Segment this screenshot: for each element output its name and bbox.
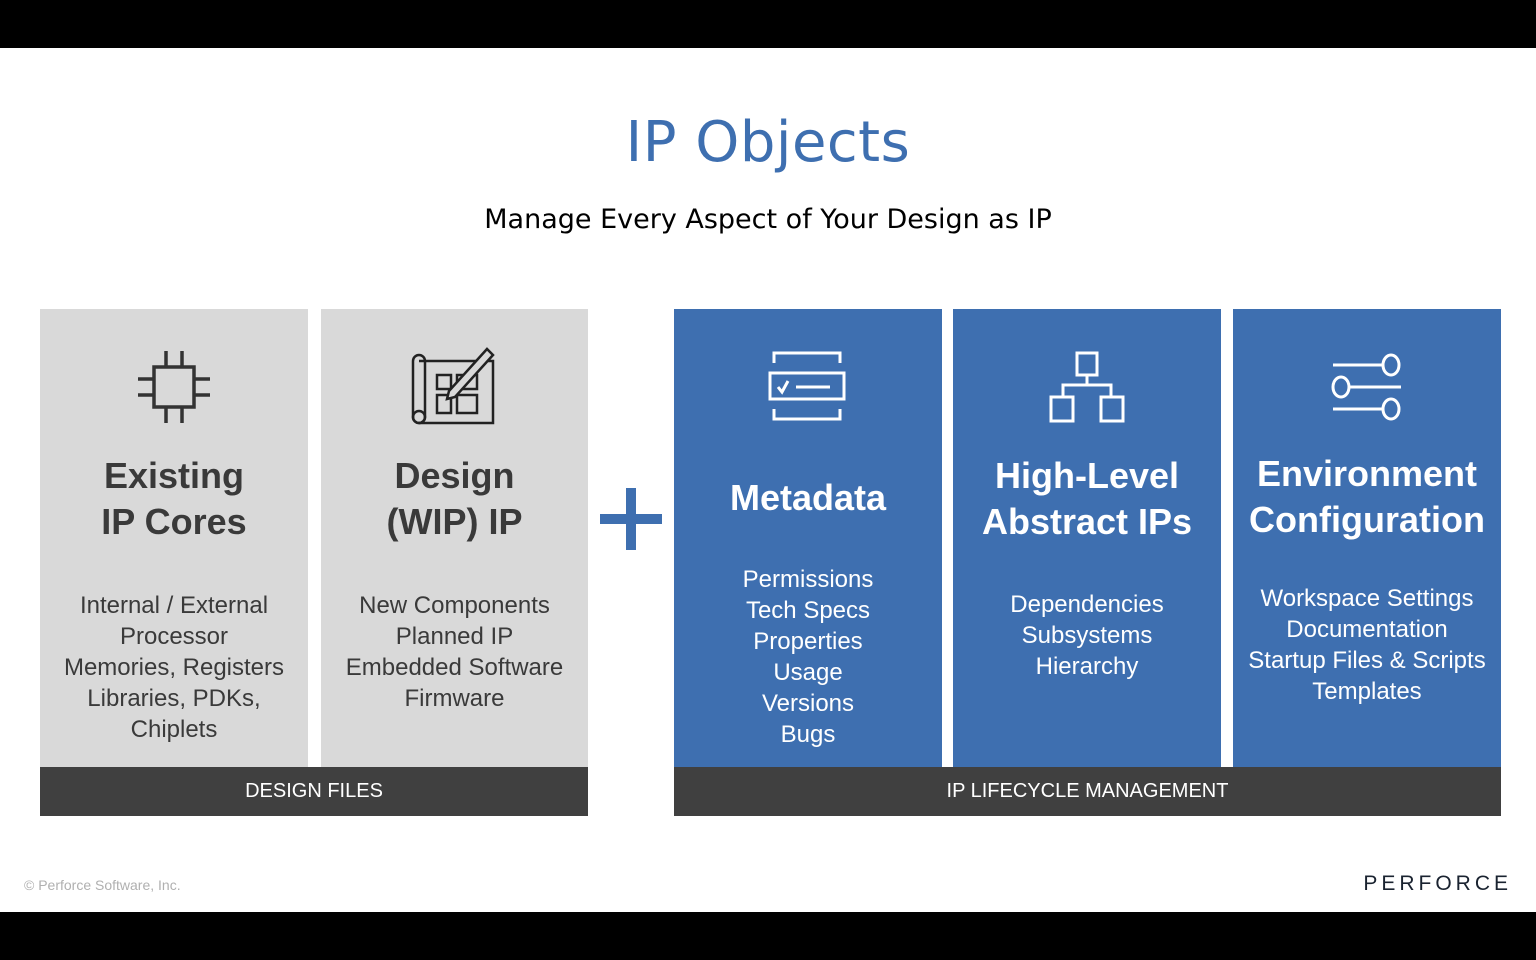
sliders-icon (1233, 347, 1501, 427)
checklist-form-icon (674, 347, 942, 427)
design-files-bar: DESIGN FILES (40, 767, 588, 816)
column-environment-configuration: Environment Configuration Workspace Sett… (1233, 309, 1501, 767)
page-subtitle: Manage Every Aspect of Your Design as IP (484, 204, 1052, 235)
column-heading: Environment Configuration (1249, 453, 1485, 540)
hierarchy-icon (953, 347, 1221, 427)
column-items: Dependencies Subsystems Hierarchy (1010, 591, 1164, 680)
column-heading: Metadata (729, 477, 887, 518)
column-high-level-abstract-ips: High-Level Abstract IPs Dependencies Sub… (953, 309, 1221, 767)
plus-icon (600, 488, 662, 550)
chip-icon (40, 347, 308, 427)
column-existing-ip-cores: Existing IP Cores Internal / External Pr… (40, 309, 308, 767)
column-items: Internal / External Processor Memories, … (63, 592, 285, 743)
column-items: New Components Planned IP Embedded Softw… (345, 592, 564, 712)
page-title: IP Objects (625, 110, 911, 175)
column-design-wip-ip: Design (WIP) IP New Components Planned I… (321, 309, 588, 767)
column-items: Workspace Settings Documentation Startup… (1248, 585, 1486, 705)
column-heading: Design (WIP) IP (386, 455, 523, 542)
blueprint-pencil-icon (321, 347, 588, 427)
brand-logo: PERFORCE (1363, 872, 1512, 895)
lifecycle-management-bar: IP LIFECYCLE MANAGEMENT (674, 767, 1501, 816)
slide: IP Objects Manage Every Aspect of Your D… (0, 48, 1536, 912)
column-heading: Existing IP Cores (101, 455, 247, 542)
column-metadata: Metadata Permissions Tech Specs Properti… (674, 309, 942, 767)
column-items: Permissions Tech Specs Properties Usage … (742, 566, 874, 748)
copyright-text: © Perforce Software, Inc. (24, 877, 181, 893)
column-heading: High-Level Abstract IPs (981, 455, 1193, 542)
